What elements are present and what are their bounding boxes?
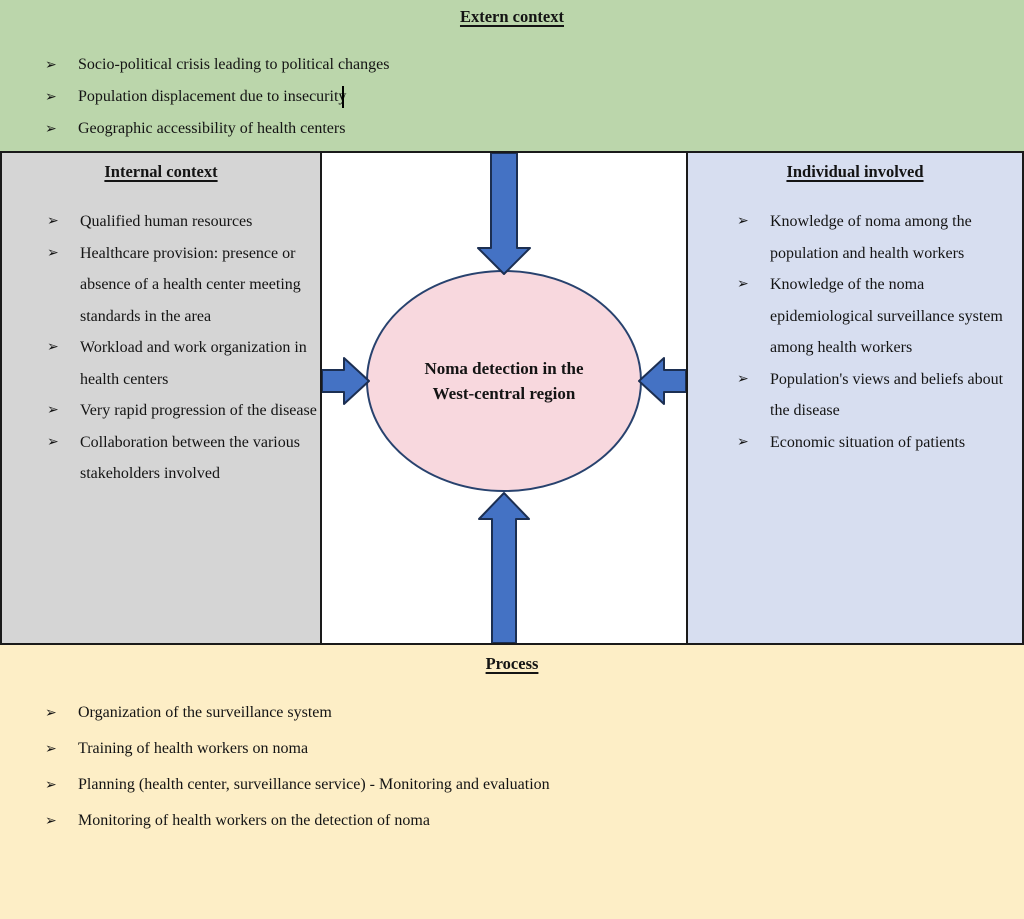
bullet-arrow-icon: ➢ — [737, 370, 749, 387]
list-item: ➢ Collaboration between the various stak… — [47, 427, 320, 490]
list-item-text: Organization of the surveillance system — [78, 704, 332, 721]
list-item: ➢ Knowledge of noma among the population… — [737, 206, 1022, 269]
list-item: ➢ Healthcare provision: presence or abse… — [47, 238, 320, 333]
list-item: ➢ Population displacement due to insecur… — [45, 81, 1024, 113]
list-item-text: Knowledge of noma among the population a… — [770, 213, 972, 262]
center-diagram — [322, 153, 686, 643]
arrow-up-icon — [478, 492, 530, 643]
arrow-left-icon — [638, 357, 686, 405]
bullet-arrow-icon: ➢ — [47, 213, 59, 229]
bullet-arrow-icon: ➢ — [737, 433, 749, 450]
list-item-text: Very rapid progression of the disease — [80, 402, 317, 419]
list-item-text: Healthcare provision: presence or absenc… — [80, 244, 301, 325]
list-item: ➢ Workload and work organization in heal… — [47, 332, 320, 395]
internal-context-list: ➢ Qualified human resources ➢ Healthcare… — [2, 206, 320, 490]
list-item-text: Knowledge of the noma epidemiological su… — [770, 276, 1003, 356]
individual-involved-panel: Individual involved ➢ Knowledge of noma … — [688, 153, 1024, 643]
list-item-text: Population's views and beliefs about the… — [770, 370, 1004, 420]
list-item: ➢ Socio-political crisis leading to poli… — [45, 49, 1024, 81]
internal-context-panel: Internal context ➢ Qualified human resou… — [0, 153, 320, 643]
extern-context-title: Extern context — [459, 7, 564, 26]
bullet-arrow-icon: ➢ — [47, 402, 59, 418]
bullet-arrow-icon: ➢ — [45, 741, 57, 757]
list-item-text: Planning (health center, surveillance se… — [78, 776, 550, 793]
arrow-down-icon — [477, 153, 531, 275]
bullet-arrow-icon: ➢ — [45, 57, 57, 73]
list-item-text: Economic situation of patients — [770, 433, 966, 451]
process-panel: Process ➢ Organization of the surveillan… — [0, 645, 1024, 919]
extern-context-panel: Extern context ➢ Socio-political crisis … — [0, 0, 1024, 151]
center-panel: Noma detection in the West-central regio… — [320, 153, 688, 643]
bullet-arrow-icon: ➢ — [47, 244, 59, 261]
list-item-text: Training of health workers on noma — [78, 740, 309, 757]
bullet-arrow-icon: ➢ — [45, 705, 57, 721]
list-item: ➢ Knowledge of the noma epidemiological … — [737, 269, 1022, 364]
center-ellipse-label: Noma detection in the West-central regio… — [424, 359, 584, 403]
bullet-arrow-icon: ➢ — [45, 813, 57, 829]
bullet-arrow-icon: ➢ — [47, 433, 59, 450]
list-item-text: Collaboration between the various stakeh… — [80, 433, 300, 483]
list-item: ➢ Qualified human resources — [47, 206, 320, 238]
text-cursor — [342, 86, 344, 108]
list-item: ➢ Population's views and beliefs about t… — [737, 364, 1022, 427]
list-item-text: Workload and work organization in health… — [80, 339, 307, 388]
bullet-arrow-icon: ➢ — [47, 339, 59, 355]
bullet-arrow-icon: ➢ — [45, 121, 57, 137]
individual-involved-title: Individual involved — [786, 162, 924, 181]
list-item: ➢ Economic situation of patients — [737, 427, 1022, 459]
bullet-arrow-icon: ➢ — [45, 777, 57, 793]
list-item: ➢ Training of health workers on noma — [45, 731, 1024, 767]
list-item: ➢ Very rapid progression of the disease — [47, 395, 320, 427]
internal-context-title: Internal context — [104, 162, 218, 181]
list-item: ➢ Monitoring of health workers on the de… — [45, 803, 1024, 839]
list-item-text: Qualified human resources — [80, 213, 253, 230]
bullet-arrow-icon: ➢ — [737, 213, 749, 229]
extern-context-list: ➢ Socio-political crisis leading to poli… — [0, 49, 1024, 145]
list-item-text: Population displacement due to insecurit… — [78, 88, 347, 105]
list-item: ➢ Organization of the surveillance syste… — [45, 695, 1024, 731]
middle-row: Internal context ➢ Qualified human resou… — [0, 151, 1024, 645]
bullet-arrow-icon: ➢ — [737, 276, 749, 292]
list-item-text: Monitoring of health workers on the dete… — [78, 812, 430, 829]
list-item: ➢ Geographic accessibility of health cen… — [45, 113, 1024, 145]
process-list: ➢ Organization of the surveillance syste… — [0, 695, 1024, 839]
bullet-arrow-icon: ➢ — [45, 89, 57, 105]
list-item-text: Socio-political crisis leading to politi… — [78, 56, 390, 73]
list-item-text: Geographic accessibility of health cente… — [78, 120, 346, 137]
process-title: Process — [485, 654, 539, 673]
list-item: ➢ Planning (health center, surveillance … — [45, 767, 1024, 803]
individual-involved-list: ➢ Knowledge of noma among the population… — [688, 206, 1022, 458]
arrow-right-icon — [322, 357, 370, 405]
